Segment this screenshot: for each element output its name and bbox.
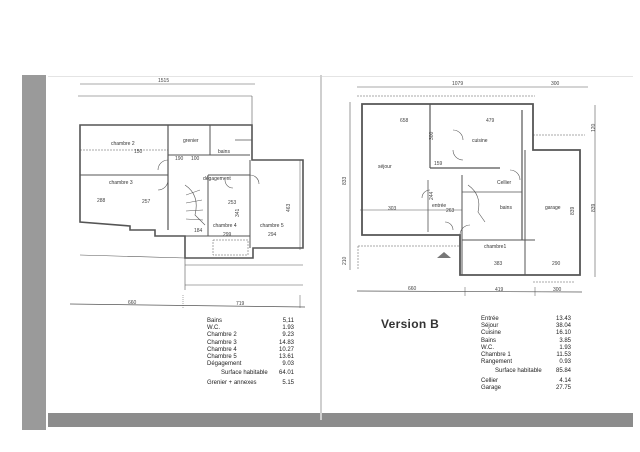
room-bains-lower: bains xyxy=(500,205,512,211)
room-chambre-3: chambre 3 xyxy=(109,180,133,186)
dim-263: 263 xyxy=(446,208,455,214)
room-bains-upper: bains xyxy=(218,149,230,155)
left-bottom-dim-2: 719 xyxy=(236,301,245,307)
dim-288: 288 xyxy=(97,198,106,204)
page-fold xyxy=(320,75,322,420)
room-garage: garage xyxy=(545,205,561,211)
room-cuisine: cuisine xyxy=(472,138,488,144)
room-chambre-5: chambre 5 xyxy=(260,223,284,229)
dim-150: 150 xyxy=(134,149,143,155)
right-bottom-dim-2: 419 xyxy=(495,287,504,293)
dim-341: 341 xyxy=(235,208,241,217)
right-bottom-dim-1: 660 xyxy=(408,286,417,292)
room-sejour: séjour xyxy=(378,164,392,170)
dim-658: 658 xyxy=(400,118,409,124)
dim-300: 300 xyxy=(429,131,435,140)
dim-190: 190 xyxy=(175,156,184,162)
dim-383: 383 xyxy=(494,261,503,267)
area-row: W.C.1.93 xyxy=(481,344,571,351)
left-top-dimension: 1515 xyxy=(158,78,170,84)
room-chambre-2: chambre 2 xyxy=(111,141,135,147)
dim-303: 303 xyxy=(388,206,397,212)
dim-244: 244 xyxy=(429,191,435,200)
right-right-dim-main: 839 xyxy=(591,203,597,212)
room-entree: entrée xyxy=(432,203,447,209)
room-chambre-1: chambre1 xyxy=(484,244,507,250)
room-degagement: dégagement xyxy=(203,176,231,182)
dim-253: 253 xyxy=(228,200,237,206)
dim-257: 257 xyxy=(142,199,151,205)
dim-100: 100 xyxy=(191,156,200,162)
page-top-edge xyxy=(48,76,633,77)
right-left-dim-main: 833 xyxy=(342,176,348,185)
dim-479: 479 xyxy=(486,118,495,124)
right-right-dim-upper: 120 xyxy=(591,123,597,132)
right-bottom-dim-3: 300 xyxy=(553,287,562,293)
room-chambre-4: chambre 4 xyxy=(213,223,237,229)
room-grenier: grenier xyxy=(183,138,199,144)
dim-159: 159 xyxy=(434,161,443,167)
dim-299: 299 xyxy=(223,232,232,238)
scan-shadow-bottom xyxy=(48,413,633,427)
left-bottom-dim-1: 660 xyxy=(128,300,137,306)
dim-463: 463 xyxy=(286,203,292,212)
dim-184: 184 xyxy=(194,228,203,234)
scan-shadow-left xyxy=(22,75,46,430)
right-top-dim-2: 300 xyxy=(551,81,560,87)
room-cellier: Cellier xyxy=(497,180,512,186)
dim-294: 294 xyxy=(268,232,277,238)
dim-290: 290 xyxy=(552,261,561,267)
right-left-dim-lower: 210 xyxy=(342,256,348,265)
dim-839-inner: 839 xyxy=(570,206,576,215)
area-row: W.C.1.93 xyxy=(207,325,294,332)
right-top-dim-1: 1079 xyxy=(452,81,464,87)
version-label: Version B xyxy=(381,317,440,331)
